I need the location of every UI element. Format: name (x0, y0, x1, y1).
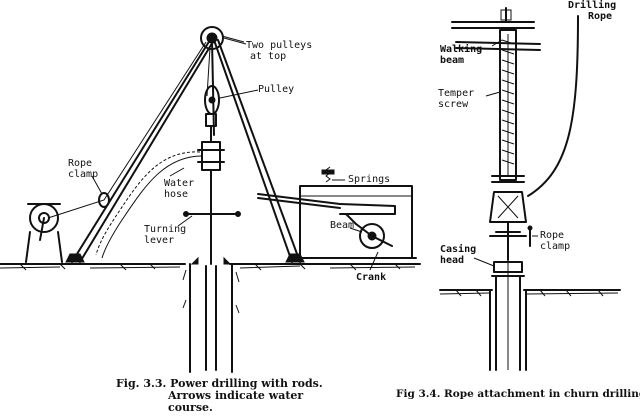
leaders-fig34 (473, 39, 538, 267)
label-springs: Springs (348, 174, 391, 185)
leaders-fig33 (91, 35, 379, 271)
label-walking-beam-line2: beam (440, 55, 465, 66)
label-two-pulleys: Two pulleys at top (246, 40, 312, 62)
label-casing-head: Casing head (440, 244, 476, 266)
winch (25, 203, 63, 263)
borehole (182, 256, 240, 373)
label-two-pulleys-line2: at top (250, 51, 287, 62)
engine-frame (257, 185, 417, 259)
tripod-derrick (65, 39, 305, 263)
rope-clamp-fig33 (98, 192, 110, 208)
label-drilling-rope-line2: Rope (588, 11, 613, 22)
label-drilling-rope-line1: Drilling (568, 0, 617, 11)
label-casing-head-line2: head (440, 255, 465, 266)
caption-fig33-line3: course. (168, 401, 213, 414)
label-rope-clamp-fig34-line2: clamp (540, 241, 571, 252)
walking-beam (451, 7, 541, 51)
caption-fig33: Fig. 3.3. Power drilling with rods. Arro… (116, 378, 323, 414)
caption-fig33-line2: Arrows indicate water (168, 389, 304, 402)
label-temper-screw-line2: screw (438, 99, 469, 110)
caption-fig33-line1: Fig. 3.3. Power drilling with rods. (116, 377, 323, 390)
label-rope-clamp-fig33-line2: clamp (68, 169, 99, 180)
label-turning-lever-line1: Turning (144, 224, 187, 235)
label-turning-lever-line2: lever (144, 235, 175, 246)
label-water-hose-line2: hose (164, 189, 189, 200)
label-temper-screw: Temper screw (438, 88, 474, 110)
water-hose (95, 151, 203, 259)
caption-fig34: Fig 3.4. Rope attachment in churn drilli… (396, 388, 640, 400)
label-rope-clamp-fig33-line1: Rope (68, 158, 93, 169)
casing (489, 261, 527, 371)
label-rope-clamp-fig34: Rope clamp (540, 230, 570, 252)
springs (321, 166, 335, 183)
label-walking-beam: Walking beam (440, 44, 482, 66)
drilling-rope-fig34 (527, 15, 579, 197)
label-rope-clamp-fig34-line1: Rope (540, 230, 565, 241)
drill-rod (183, 113, 241, 265)
drilling-rope-fig33 (47, 41, 211, 219)
label-rope-clamp-fig33: Rope clamp (68, 158, 98, 180)
crank-wheel (345, 213, 393, 249)
label-turning-lever: Turning lever (144, 224, 186, 246)
label-water-hose: Water hose (164, 178, 194, 200)
label-water-hose-line1: Water (164, 178, 195, 189)
temper-screw (491, 29, 525, 183)
label-casing-head-line1: Casing (440, 244, 477, 255)
top-pulleys (200, 26, 247, 50)
label-crank: Crank (356, 272, 387, 283)
label-walking-beam-line1: Walking (440, 44, 483, 55)
label-two-pulleys-line1: Two pulleys (246, 40, 313, 51)
ground-fig33 (0, 263, 421, 271)
label-temper-screw-line1: Temper (438, 88, 475, 99)
label-pulley: Pulley (258, 84, 295, 95)
label-beam: Beam (330, 220, 355, 231)
ground-fig34 (439, 289, 621, 297)
rope-socket (489, 191, 533, 261)
label-drilling-rope: Drilling Rope (568, 0, 616, 22)
